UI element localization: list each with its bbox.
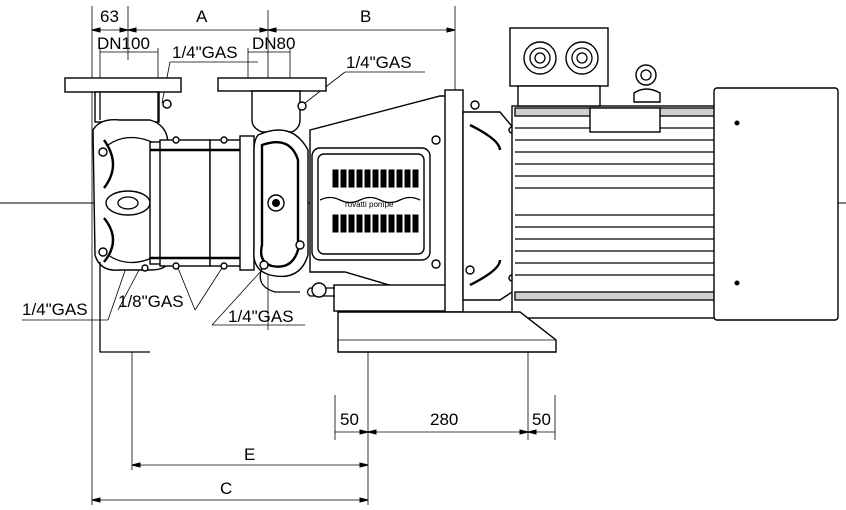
lifting-eye [633,64,661,103]
dim-b: B [360,7,371,26]
dim-50-left: 50 [340,410,359,429]
dim-63: 63 [100,7,119,26]
gas-label-top-left: 1/4"GAS [172,43,238,62]
terminal-box [509,27,609,107]
gas-label-bottom: 1/4"GAS [228,307,294,326]
dim-dn100: DN100 [97,34,150,53]
top-dimension-lines [91,27,456,78]
cover-louvers [332,169,419,233]
dim-c: C [220,479,232,498]
bottom-dimension-lines [91,429,555,503]
dim-a: A [196,7,208,26]
gas-label-left: 1/4"GAS [22,300,88,319]
stage-casing [141,135,255,272]
motor-body [511,105,723,319]
gas-label-top-right: 1/4"GAS [346,53,412,72]
discharge-volute [217,77,327,293]
dim-e: E [244,445,255,464]
gas-label-eighth: 1/8"GAS [118,292,184,311]
fan-cowl [713,87,839,321]
dim-50-right: 50 [532,410,551,429]
cover-brand-text: rovatti pompe [345,200,394,209]
suction-inlet [64,77,182,271]
base-foot [99,262,557,353]
dim-280: 280 [430,410,458,429]
motor-adapter [444,89,516,313]
dim-dn80: DN80 [252,34,295,53]
